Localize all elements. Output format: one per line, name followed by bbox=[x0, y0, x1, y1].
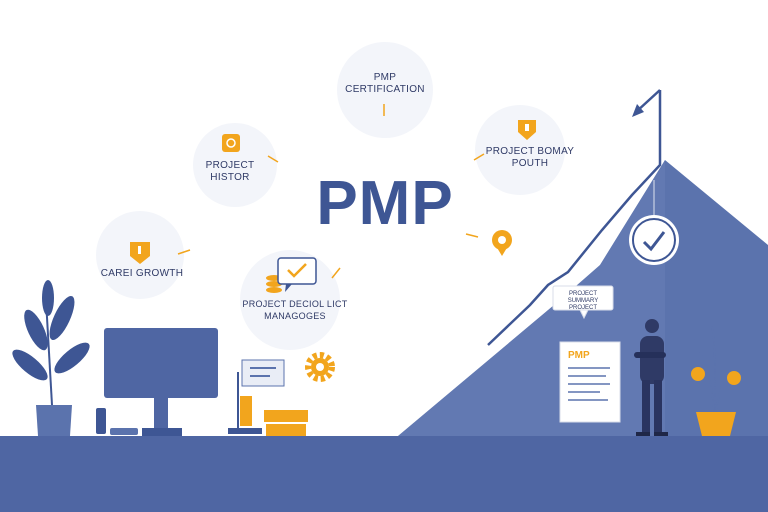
plant-icon bbox=[691, 325, 747, 436]
career-growth-label: CAREI GROWTH bbox=[100, 268, 184, 279]
ground bbox=[0, 436, 768, 512]
project-history-line2: HISTOR bbox=[210, 172, 250, 183]
project-summary-label: PROJECT BOMAY POUTH bbox=[480, 146, 580, 170]
speech-bubble-line1: PROJECT SUMMARY bbox=[567, 291, 599, 304]
page-title: PMP bbox=[316, 169, 454, 238]
gear-icon bbox=[305, 352, 335, 382]
location-pin-icon bbox=[518, 120, 536, 140]
growth-line bbox=[487, 90, 662, 346]
project-line1: PROJECT DECIOL LICT bbox=[242, 299, 348, 309]
certification-line1: PMP bbox=[373, 72, 397, 83]
project-summary-line2: POUTH bbox=[511, 158, 549, 169]
certification-label: PMP CERTIFICATION bbox=[335, 72, 435, 96]
arrow-icon bbox=[632, 104, 644, 117]
checkmark-icon bbox=[629, 215, 679, 265]
person-icon bbox=[634, 319, 668, 436]
speech-bubble bbox=[552, 285, 614, 320]
decor-dashes bbox=[177, 104, 485, 279]
monitor-icon bbox=[96, 328, 218, 436]
speech-bubble-text: PROJECT SUMMARY PROJECT bbox=[555, 291, 611, 312]
desk-items bbox=[228, 359, 308, 436]
project-history-line1: PROJECT bbox=[205, 160, 255, 171]
document-label: PMP bbox=[568, 350, 590, 361]
project-management-label: PROJECT DECIOL LICT MANAGOGES bbox=[240, 298, 350, 322]
speech-bubble-line2: PROJECT bbox=[568, 305, 597, 311]
certification-line2: CERTIFICATION bbox=[345, 84, 425, 95]
plant-icon bbox=[12, 280, 90, 436]
project-summary-line1: PROJECT BOMAY bbox=[485, 146, 575, 157]
location-pin-icon bbox=[492, 230, 512, 256]
warning-icon bbox=[222, 134, 240, 152]
chat-bubble-icon bbox=[277, 257, 317, 292]
warning-icon bbox=[130, 242, 150, 264]
project-line2: MANAGOGES bbox=[264, 311, 326, 321]
project-history-label: PROJECT HISTOR bbox=[190, 160, 270, 184]
document-icon bbox=[559, 341, 621, 423]
